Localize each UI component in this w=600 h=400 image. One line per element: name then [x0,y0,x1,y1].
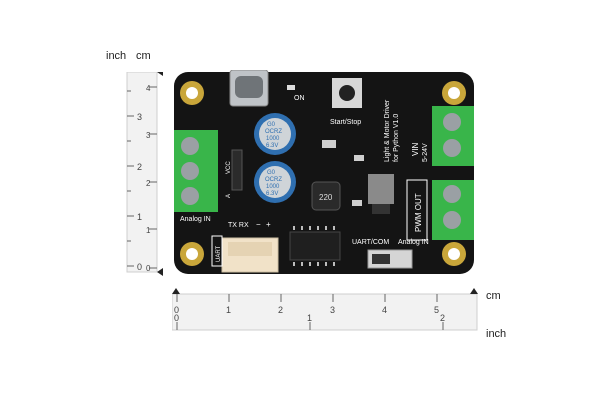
inductor [311,181,341,211]
voltage-regulator [368,174,394,214]
h-cm-tick-3: 3 [330,305,335,315]
cap-bottom-line1: G0 [267,170,276,176]
vin-range-label: 5-24V [422,143,429,162]
tx-rx-label: TX RX [228,222,249,229]
on-label: ON [294,95,305,102]
vin-terminal [432,106,474,166]
analog-in-terminal [174,130,218,212]
h-inch-tick-1: 1 [307,313,312,323]
v-inch-tick-1: 1 [137,212,142,222]
capacitor-bottom [254,161,296,203]
vcc-label: VCC [226,161,232,174]
mounting-hole-top-right [442,81,466,105]
h-cm-tick-5: 5 [434,305,439,315]
v-inch-tick-0: 0 [137,262,142,272]
h-cm-unit-label: cm [486,290,501,302]
analog-in-left-label: Analog IN [180,216,211,223]
h-inch-unit-label: inch [486,328,507,340]
cm-unit-label: cm [136,50,151,62]
v-cm-tick-4: 4 [146,84,151,93]
cap-bottom-line4: 6.3V [266,191,278,197]
vin-label: VIN [411,142,420,156]
plus-label: + [266,220,271,229]
analog-in-bottom-label: Analog IN [398,239,429,246]
h-cm-tick-4: 4 [382,305,387,315]
a-label: A [226,194,232,198]
h-cm-tick-0: 0 [174,305,179,315]
v-inch-tick-2: 2 [137,162,142,172]
usb-c-connector [229,70,269,107]
start-stop-button [332,78,362,108]
h-inch-tick-2: 2 [440,313,445,323]
minus-label: − [256,220,261,229]
uart-label: UART [216,245,222,262]
v-inch-tick-3: 3 [137,112,142,122]
uart-com-label: UART/COM [352,239,389,246]
start-stop-label: Start/Stop [330,119,361,126]
v-cm-tick-3: 3 [146,131,151,140]
board-title-line1: Light & Motor Driver [384,99,391,162]
cap-top-line2: OCRZ [265,129,282,135]
inch-unit-label: inch [106,50,127,62]
cap-top-line1: G0 [267,122,276,128]
pwm-out-terminal [432,180,474,240]
motor-driver-board: ON Start/Stop Light & Motor Driver for P… [174,70,474,274]
cap-bottom-line2: OCRZ [265,177,282,183]
h-cm-tick-2: 2 [278,305,283,315]
uart-analog-switch [367,249,413,269]
vertical-ruler: 3 2 1 0 4 3 2 1 0 [126,72,163,276]
cap-bottom-line3: 1000 [266,184,280,190]
cap-top-line4: 6.3V [266,143,278,149]
cap-top-line3: 1000 [266,136,280,142]
board-title-line2: for Python V1.0 [393,114,400,162]
uart-jst-connector [221,237,279,273]
capacitor-top [254,113,296,155]
mounting-hole-bottom-left [180,242,204,266]
horizontal-ruler: 0 1 2 3 4 5 0 1 2 [172,288,478,331]
driver-ic [289,226,341,266]
v-cm-tick-2: 2 [146,179,151,188]
pwm-out-label: PWM OUT [414,193,423,232]
h-inch-tick-0: 0 [174,313,179,323]
mounting-hole-bottom-right [442,242,466,266]
mounting-hole-top-left [180,81,204,105]
inductor-label: 220 [319,193,333,202]
h-cm-tick-1: 1 [226,305,231,315]
v-cm-tick-0: 0 [146,264,151,273]
v-cm-tick-1: 1 [146,226,151,235]
